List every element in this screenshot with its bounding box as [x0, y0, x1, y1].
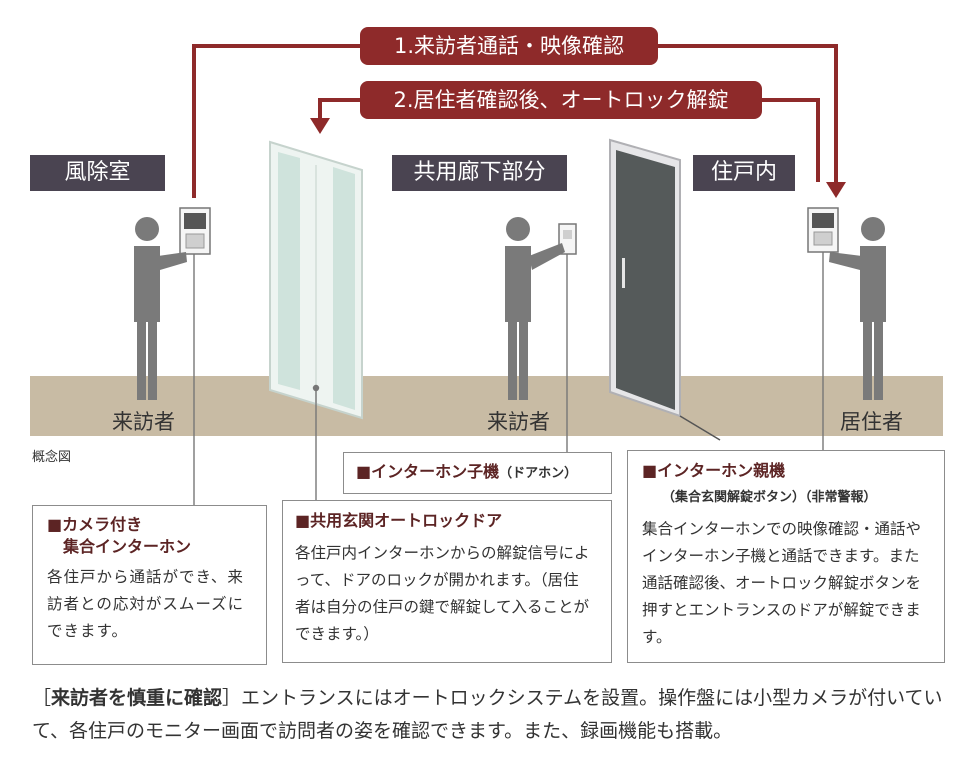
flow-arrowhead-step2	[310, 118, 330, 134]
camera-intercom-panel	[179, 207, 211, 255]
callout-parent-body: 集合インターホンでの映像確認・通話やインターホン子機と通話できます。また通話確認…	[642, 520, 922, 646]
caption: ［来訪者を慎重に確認］エントランスにはオートロックシステムを設置。操作盤には小型…	[32, 682, 947, 748]
callout-door-body: 各住戸内インターホンからの解錠信号によって、ドアのロックが開かれます。（居住者は…	[295, 544, 590, 643]
callout-child-suffix: （ドアホン）	[499, 466, 578, 481]
callout-parent-title: ■インターホン親機	[642, 461, 786, 480]
callout-door-title: ■共用玄関オートロックドア	[295, 511, 503, 530]
flow-step-2-label: 2.居住者確認後、オートロック解錠	[360, 81, 762, 119]
callout-intercom-child: ■インターホン子機（ドアホン）	[343, 452, 612, 494]
flow-arrowhead-step1	[826, 182, 846, 198]
caption-heading: 来訪者を慎重に確認	[51, 687, 223, 709]
area-label-corridor: 共用廊下部分	[392, 155, 567, 191]
door-intercom	[558, 223, 577, 255]
unit-door-graphic	[609, 138, 681, 418]
callout-child-title: ■インターホン子機	[356, 462, 500, 481]
callout-auto-lock-door: ■共用玄関オートロックドア 各住戸内インターホンからの解錠信号によって、ドアのロ…	[282, 500, 612, 663]
auto-lock-door-graphic	[269, 140, 363, 420]
floor	[30, 376, 943, 436]
visitor-label-1: 来訪者	[112, 410, 175, 434]
area-label-unit: 住戸内	[693, 155, 795, 191]
flow-step-1-label: 1.来訪者通話・映像確認	[360, 27, 658, 65]
visitor-figure-1	[134, 217, 187, 400]
callout-parent-subtitle: （集合玄関解錠ボタン）（非常警報）	[662, 490, 877, 505]
visitor-figure-2	[505, 217, 565, 400]
concept-label: 概念図	[32, 450, 72, 465]
resident-figure	[829, 217, 886, 400]
caption-bracket-close: ］	[222, 687, 242, 709]
caption-bracket-open: ［	[32, 687, 52, 709]
area-label-vestibule: 風除室	[30, 155, 165, 191]
resident-label: 居住者	[840, 410, 903, 434]
callout-camera-intercom: ■カメラ付き 集合インターホン 各住戸から通話ができ、来訪者との応対がスムーズに…	[32, 505, 267, 665]
visitor-label-2: 来訪者	[487, 410, 550, 434]
caption-text: エントランスにはオートロックシステムを設置。操作盤には小型カメラが付いていて、各…	[32, 687, 943, 742]
callout-intercom-parent: ■インターホン親機 （集合玄関解錠ボタン）（非常警報） 集合インターホンでの映像…	[627, 450, 945, 663]
resident-monitor	[807, 207, 839, 253]
callout-camera-body: 各住戸から通話ができ、来訪者との応対がスムーズにできます。	[47, 568, 245, 640]
callout-camera-title-1: ■カメラ付き	[47, 515, 143, 534]
callout-camera-title-2: 集合インターホン	[63, 537, 192, 556]
